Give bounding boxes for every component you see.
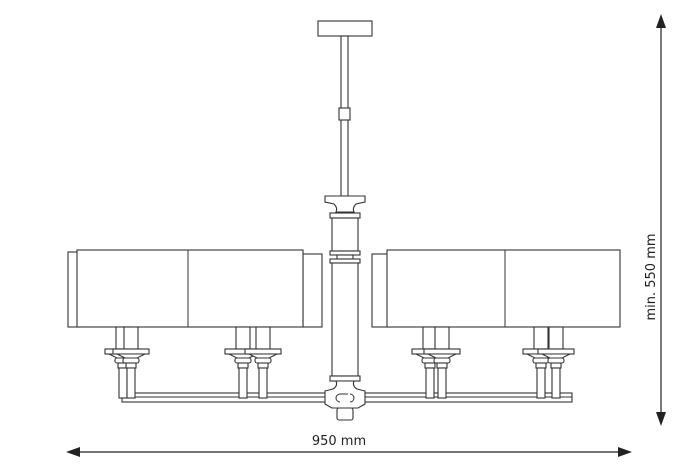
candle-holder bbox=[244, 326, 282, 399]
central-column bbox=[324, 195, 366, 421]
ceiling-canopy bbox=[317, 20, 373, 37]
height-label: min. 550 mm bbox=[644, 233, 659, 320]
candle-holder bbox=[537, 326, 575, 399]
arrow-left-icon bbox=[66, 447, 80, 457]
lamp-shade-right-group bbox=[371, 249, 621, 328]
arrow-down-icon bbox=[656, 412, 666, 426]
arrow-up-icon bbox=[656, 14, 666, 28]
candle-holders bbox=[104, 326, 575, 399]
suspension-rod bbox=[338, 35, 351, 197]
candle-holder bbox=[112, 326, 150, 399]
arrow-right-icon bbox=[618, 447, 632, 457]
candle-holder bbox=[423, 326, 461, 399]
width-label: 950 mm bbox=[312, 434, 366, 449]
candle-holder bbox=[224, 326, 262, 399]
width-dimension: 950 mm bbox=[66, 434, 632, 457]
height-dimension: min. 550 mm bbox=[644, 14, 666, 426]
lamp-shade-left-group bbox=[67, 249, 323, 328]
